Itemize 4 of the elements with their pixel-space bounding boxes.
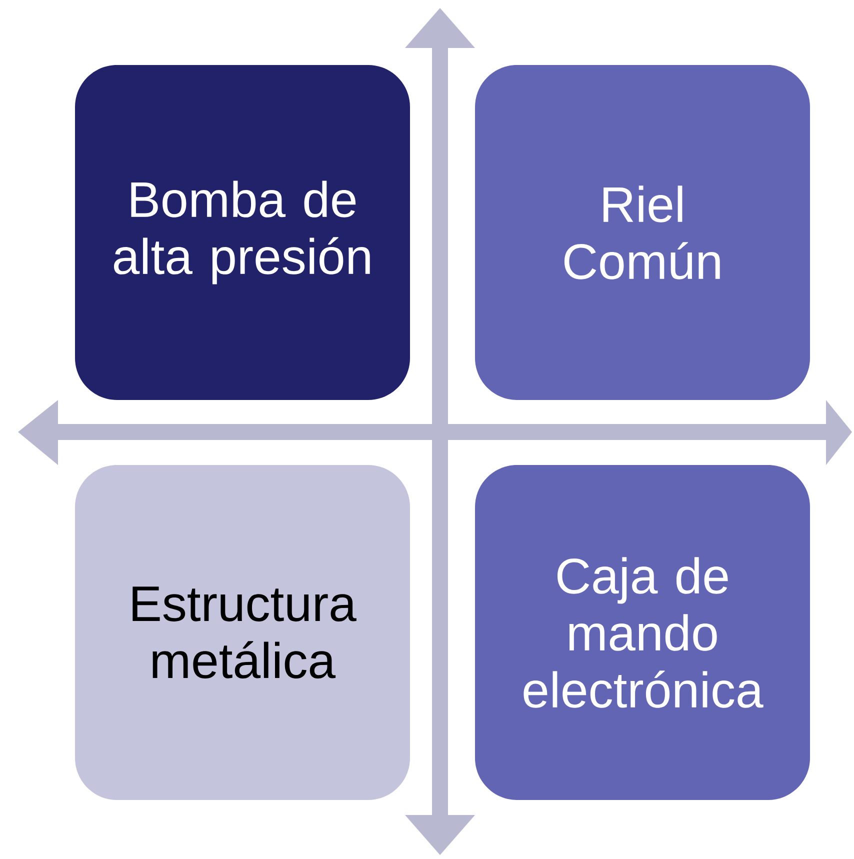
rounded-box: Estructura metálica bbox=[75, 465, 410, 800]
rounded-box: Bomba de alta presión bbox=[75, 65, 410, 400]
rounded-box: Caja de mando electrónica bbox=[475, 465, 810, 800]
rounded-box: Riel Común bbox=[475, 65, 810, 400]
